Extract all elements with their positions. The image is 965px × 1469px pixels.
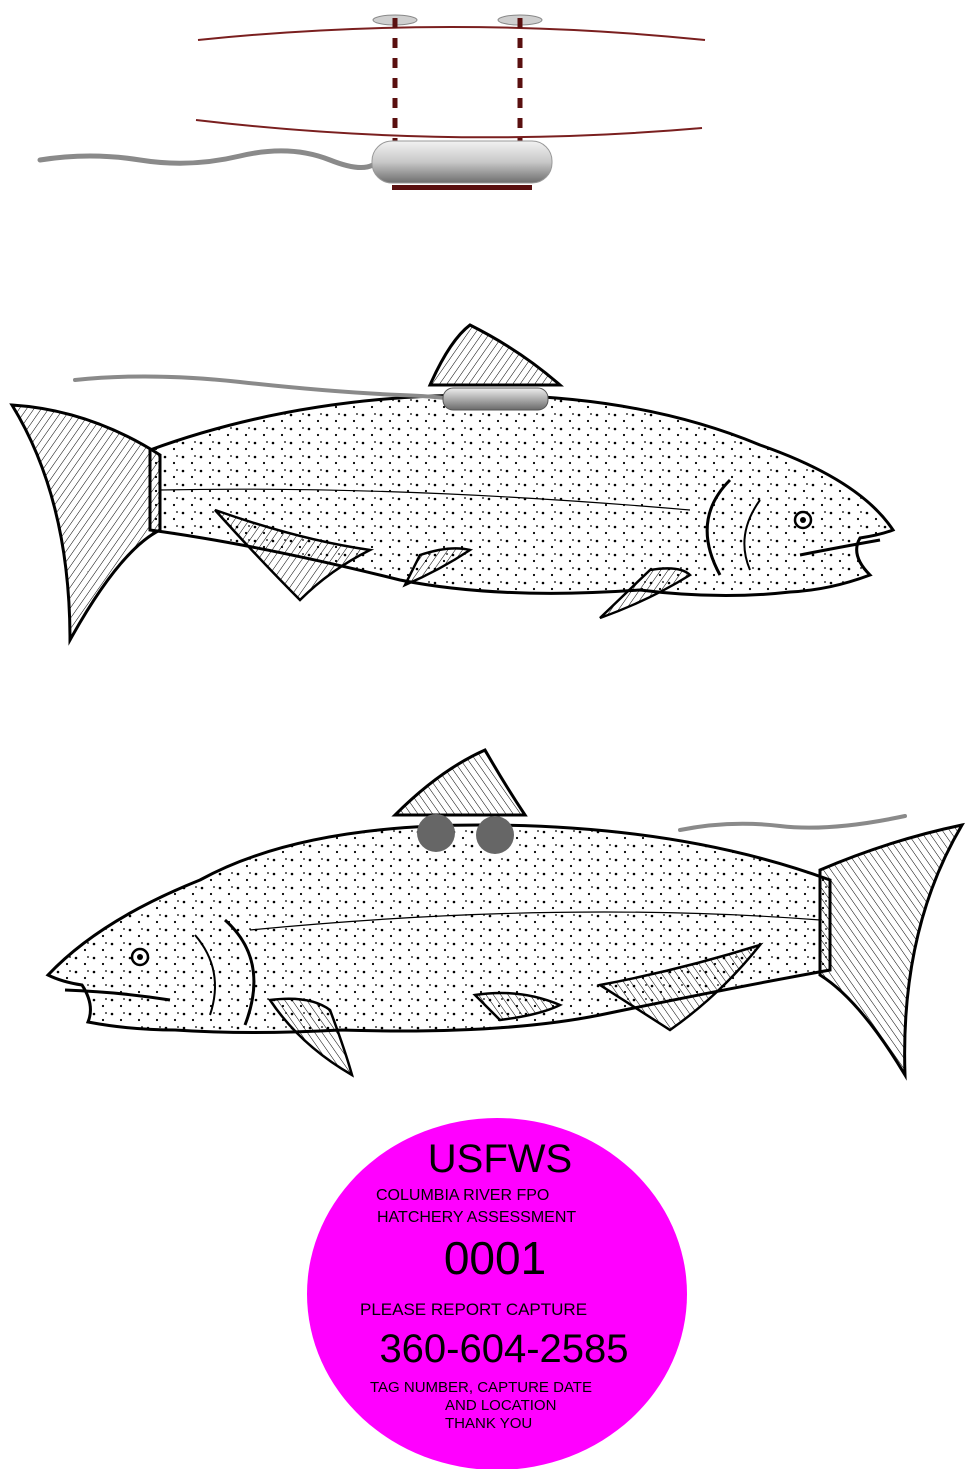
tag-title: USFWS — [428, 1137, 572, 1181]
tag-phone: 360-604-2585 — [379, 1327, 628, 1371]
tag-line2: HATCHERY ASSESSMENT — [377, 1209, 576, 1226]
tag-line1: COLUMBIA RIVER FPO — [376, 1187, 549, 1204]
upper-body-line — [198, 27, 705, 40]
tag-thanks: THANK YOU — [445, 1415, 532, 1432]
transmitter — [372, 141, 552, 183]
fish-illustration-external-tag — [0, 300, 965, 660]
tag-number: 0001 — [444, 1232, 546, 1284]
lower-body-line — [196, 120, 702, 137]
attachment-point-right — [476, 816, 514, 854]
attachment-cross-section — [0, 0, 965, 230]
fish-body — [150, 395, 893, 596]
fish-body — [48, 825, 830, 1033]
transmitter — [443, 388, 548, 410]
dorsal-fin — [430, 325, 560, 385]
tail-fin — [12, 405, 160, 640]
attachment-point-left — [417, 814, 455, 852]
dorsal-fin — [395, 750, 525, 815]
backing-plate — [392, 185, 532, 190]
fish-illustration-attachment-points — [0, 730, 965, 1100]
tag-info2: AND LOCATION — [445, 1397, 556, 1414]
tail-fin — [820, 825, 962, 1075]
tag-report: PLEASE REPORT CAPTURE — [360, 1300, 587, 1319]
antenna-tether — [40, 151, 380, 168]
antenna-tether — [680, 816, 905, 830]
identification-tag: USFWS COLUMBIA RIVER FPO HATCHERY ASSESS… — [0, 1110, 965, 1469]
tag-info1: TAG NUMBER, CAPTURE DATE — [370, 1379, 592, 1396]
